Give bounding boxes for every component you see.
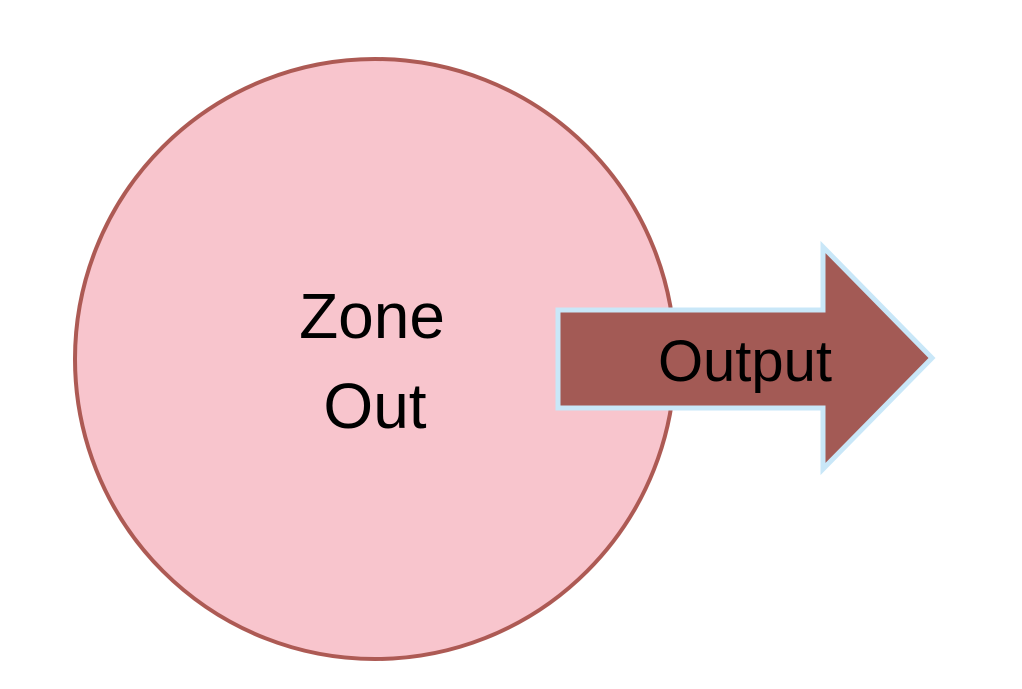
output-arrow xyxy=(555,240,936,476)
output-arrow-label: Output xyxy=(658,329,832,394)
zone-label-line-1: Zone xyxy=(299,280,445,352)
zone-label-line-2: Out xyxy=(323,370,426,442)
